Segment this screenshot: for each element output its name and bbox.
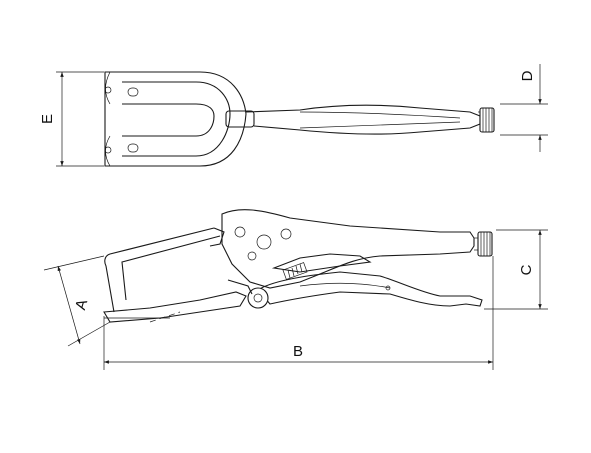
dimension-e-label: E [39,114,56,124]
clamp-arm-upper [104,227,215,313]
lower-handle [257,271,483,307]
upper-handle [221,209,475,289]
side-view [103,209,493,323]
clamp-u-inner [122,81,231,157]
dimension-c-label: C [518,264,535,275]
dimension-d: D [500,64,548,152]
dimension-b-label: B [293,343,303,360]
top-handle [245,104,481,135]
top-view [104,71,495,167]
spring [282,262,308,280]
dimension-a: A [43,255,111,347]
clamp-arm-lower [103,291,247,323]
dimension-e: E [39,71,104,167]
clamp-u-outer [104,71,247,167]
dimension-d-label: D [519,70,536,81]
dimension-a-label: A [72,298,91,312]
dimension-c: C [484,229,548,310]
dimension-b: B [103,256,494,370]
